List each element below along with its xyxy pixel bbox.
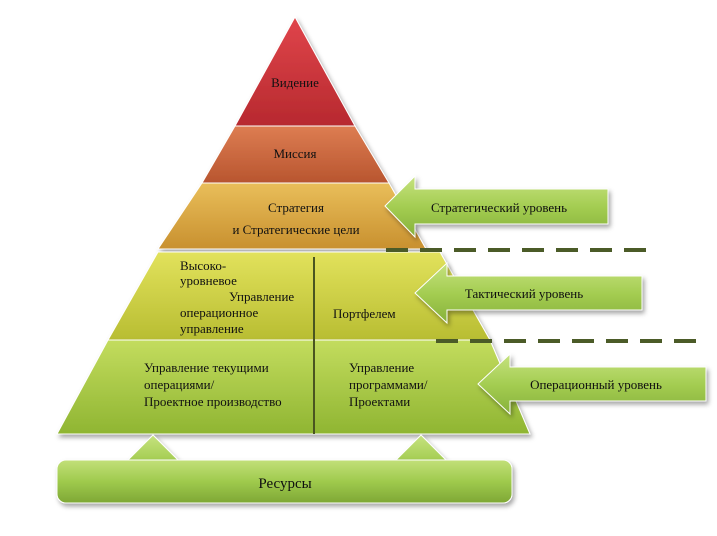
operational-layer — [56, 339, 531, 435]
tactical-left-line4: операционное — [180, 305, 258, 320]
ops-right-line1: Управление — [349, 360, 414, 375]
strategy-label-line1: Стратегия — [268, 200, 324, 215]
operational-level-arrow: Операционный уровень — [477, 352, 707, 416]
strategic-level-arrow: Стратегический уровень — [384, 174, 609, 239]
strategic-level-label: Стратегический уровень — [431, 200, 567, 215]
tactical-level-arrow: Тактический уровень — [414, 261, 643, 325]
vision-label: Видение — [271, 75, 319, 90]
tactical-left-line3: Управление — [229, 289, 294, 304]
resources-label: Ресурсы — [258, 476, 311, 492]
vision-layer — [234, 15, 356, 127]
portfolio-label: Портфелем — [333, 306, 396, 321]
ops-left-line1: Управление текущими — [144, 360, 269, 375]
resources-bar: Ресурсы — [56, 459, 513, 504]
tactical-level-label: Тактический уровень — [465, 286, 583, 301]
ops-right-line3: Проектами — [349, 394, 410, 409]
operational-level-label: Операционный уровень — [530, 377, 662, 392]
tactical-left-line1: Высоко- — [180, 258, 226, 273]
strategy-label-line2: и Стратегические цели — [232, 222, 359, 237]
mission-label: Миссия — [274, 146, 317, 161]
strategy-layer — [157, 182, 427, 250]
tactical-left-line2: уровневое — [180, 273, 237, 288]
ops-left-line3: Проектное производство — [144, 394, 282, 409]
ops-right-line2: программами/ — [349, 377, 428, 392]
tactical-left-line5: управление — [180, 321, 244, 336]
ops-left-line2: операциями/ — [144, 377, 215, 392]
